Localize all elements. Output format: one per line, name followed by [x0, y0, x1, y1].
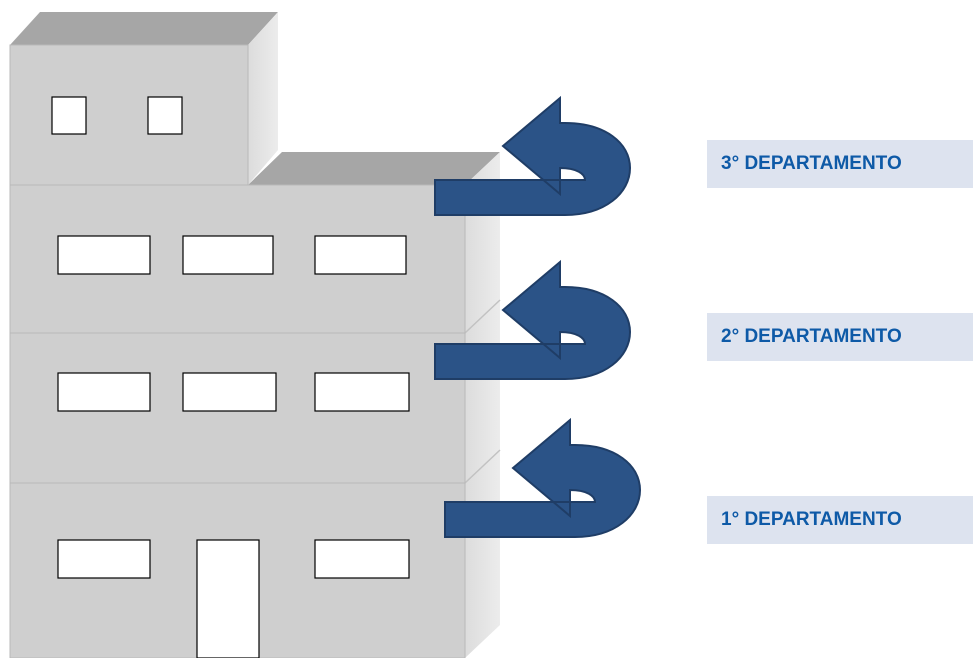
window — [314, 372, 410, 412]
window — [57, 539, 151, 579]
u-turn-arrow-1 — [444, 417, 642, 538]
floor-1 — [9, 482, 466, 659]
floor-label-2: 2° DEPARTAMENTO — [707, 313, 973, 361]
side-wall — [465, 152, 500, 658]
u-turn-arrow-2 — [434, 259, 632, 380]
window — [314, 235, 407, 275]
floor-3 — [9, 184, 466, 334]
floor-2 — [9, 332, 466, 484]
floor-label-3: 3° DEPARTAMENTO — [707, 140, 973, 188]
window — [314, 539, 410, 579]
window — [182, 372, 277, 412]
top-block — [9, 12, 278, 186]
window — [57, 372, 151, 412]
window — [51, 96, 87, 135]
window — [57, 235, 151, 275]
u-turn-arrow-3 — [434, 95, 632, 216]
window — [147, 96, 183, 135]
main-roof — [248, 152, 500, 185]
window — [182, 235, 274, 275]
door — [196, 539, 260, 659]
floor-label-1: 1° DEPARTAMENTO — [707, 496, 973, 544]
